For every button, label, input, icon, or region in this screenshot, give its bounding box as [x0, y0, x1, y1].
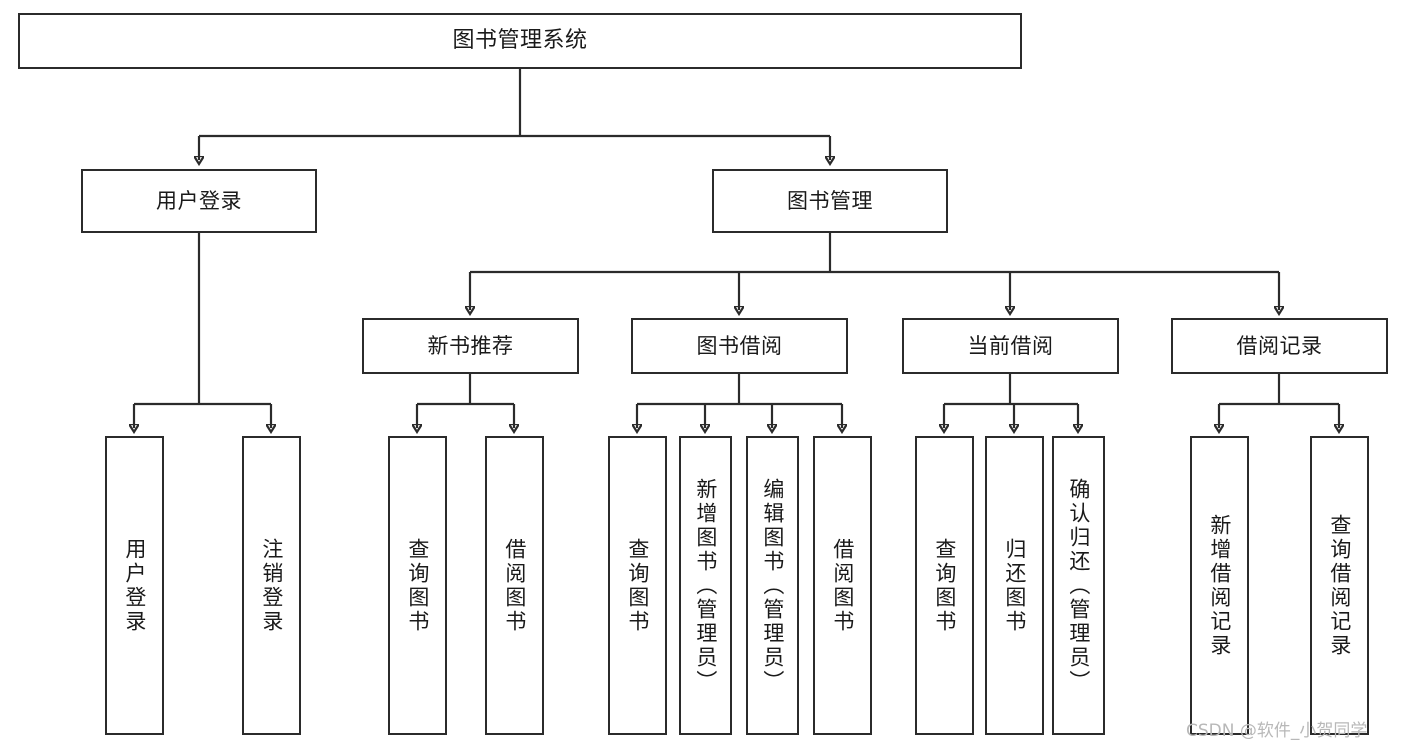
node-user-login[interactable]: 用户登录 — [81, 169, 317, 233]
leaf-add-record-label: 新增借阅记录 — [1207, 513, 1232, 658]
node-current-borrow[interactable]: 当前借阅 — [902, 318, 1119, 374]
leaf-query-record-label: 查询借阅记录 — [1327, 513, 1352, 658]
leaf-borrow-book-2-label: 借阅图书 — [830, 537, 855, 634]
node-book-manage[interactable]: 图书管理 — [712, 169, 948, 233]
node-book-borrow-label: 图书借阅 — [696, 333, 783, 358]
node-borrow-record-label: 借阅记录 — [1236, 333, 1323, 358]
leaf-return-book[interactable]: 归还图书 — [985, 436, 1044, 735]
leaf-add-record[interactable]: 新增借阅记录 — [1190, 436, 1249, 735]
leaf-query-book-3[interactable]: 查询图书 — [915, 436, 974, 735]
node-book-manage-label: 图书管理 — [787, 188, 873, 213]
node-book-borrow[interactable]: 图书借阅 — [631, 318, 848, 374]
leaf-edit-book-label: 编辑图书（管理员） — [760, 477, 785, 694]
leaf-query-book-2[interactable]: 查询图书 — [608, 436, 667, 735]
leaf-edit-book[interactable]: 编辑图书（管理员） — [746, 436, 799, 735]
leaf-query-book-2-label: 查询图书 — [625, 537, 650, 634]
leaf-add-book-label: 新增图书（管理员） — [693, 477, 718, 694]
leaf-borrow-book-1-label: 借阅图书 — [502, 537, 527, 634]
leaf-query-book-3-label: 查询图书 — [932, 537, 957, 634]
node-current-borrow-label: 当前借阅 — [967, 333, 1054, 358]
node-borrow-record[interactable]: 借阅记录 — [1171, 318, 1388, 374]
leaf-return-book-label: 归还图书 — [1002, 537, 1027, 634]
leaf-query-book-1[interactable]: 查询图书 — [388, 436, 447, 735]
leaf-query-record[interactable]: 查询借阅记录 — [1310, 436, 1369, 735]
leaf-logout[interactable]: 注销登录 — [242, 436, 301, 735]
leaf-user-login[interactable]: 用户登录 — [105, 436, 164, 735]
leaf-confirm-return-label: 确认归还（管理员） — [1066, 477, 1091, 694]
leaf-logout-label: 注销登录 — [259, 537, 284, 634]
leaf-query-book-1-label: 查询图书 — [405, 537, 430, 634]
leaf-user-login-label: 用户登录 — [122, 537, 147, 634]
leaf-borrow-book-1[interactable]: 借阅图书 — [485, 436, 544, 735]
node-new-book-recommend[interactable]: 新书推荐 — [362, 318, 579, 374]
csdn-watermark: CSDN @软件_小贺同学 — [1186, 721, 1368, 741]
node-root[interactable]: 图书管理系统 — [18, 13, 1022, 69]
leaf-borrow-book-2[interactable]: 借阅图书 — [813, 436, 872, 735]
node-new-book-recommend-label: 新书推荐 — [427, 333, 514, 358]
node-user-login-label: 用户登录 — [156, 188, 242, 213]
leaf-confirm-return[interactable]: 确认归还（管理员） — [1052, 436, 1105, 735]
leaf-add-book[interactable]: 新增图书（管理员） — [679, 436, 732, 735]
node-root-label: 图书管理系统 — [452, 28, 588, 54]
